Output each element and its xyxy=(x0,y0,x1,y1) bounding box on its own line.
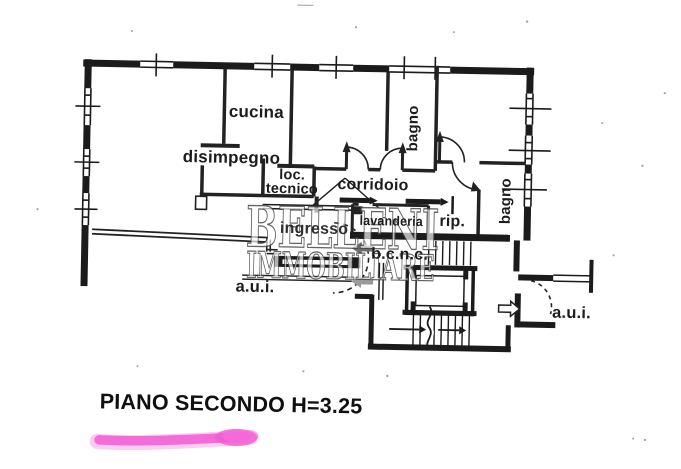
floor-title: PIANO SECONDO H=3.25 xyxy=(100,389,363,419)
room-label-lavanderia: lavanderia xyxy=(359,213,423,229)
watermark: BELLENI IMMOBILIARE xyxy=(245,194,440,290)
annotation-aui-right: a.u.i. xyxy=(552,304,591,324)
room-label-cucina: cucina xyxy=(229,102,284,123)
room-label-ripostiglio: rip. xyxy=(439,213,465,231)
pink-highlight xyxy=(97,426,258,446)
room-label-loc-tecnico: loc. tecnico xyxy=(266,169,319,198)
room-label-disimpegno: disimpegno xyxy=(183,147,281,169)
room-label-bagno-top: bagno xyxy=(404,105,422,151)
room-label-bcnc: b.c.n.c. xyxy=(371,246,428,265)
annotation-aui-left: a.u.i. xyxy=(235,278,274,298)
room-label-ingresso: ingresso xyxy=(280,220,349,239)
room-label-corridoio: corridoio xyxy=(337,176,408,195)
room-label-bagno-right: bagno xyxy=(497,178,515,224)
room-label-loc-tecnico-line2: tecnico xyxy=(266,183,318,198)
